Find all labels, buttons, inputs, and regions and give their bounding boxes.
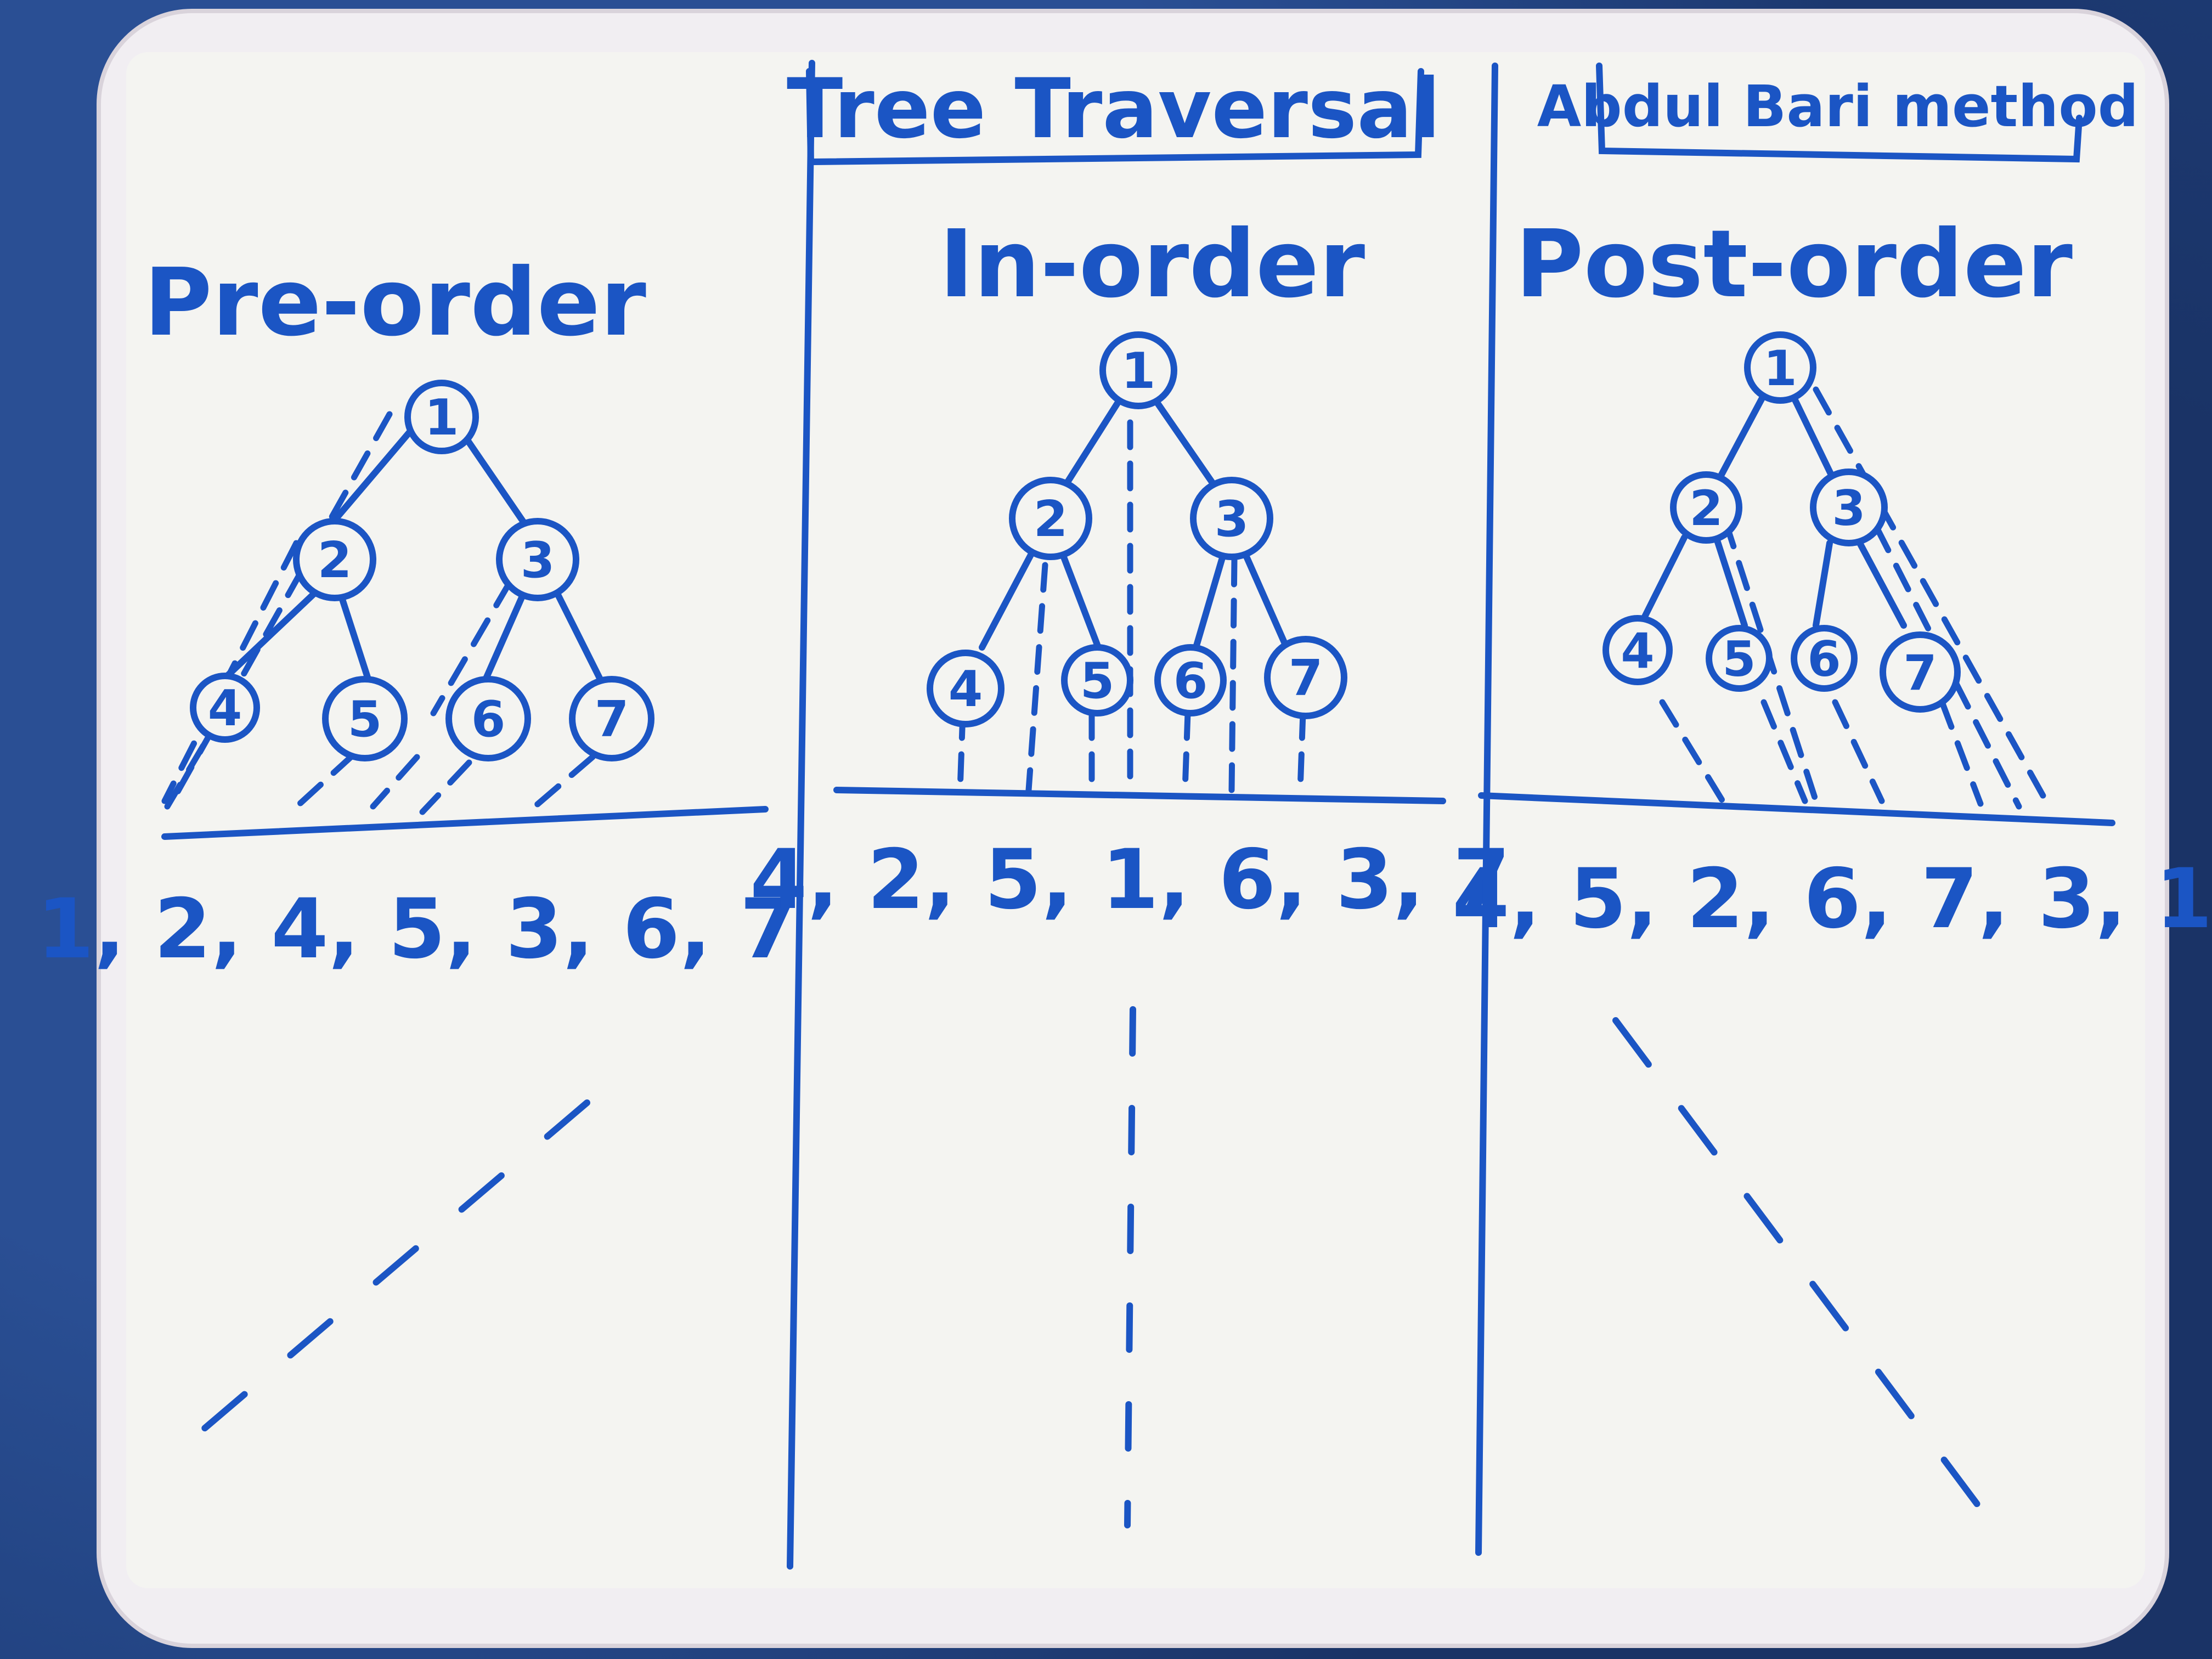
node-label: 5 xyxy=(1080,652,1115,710)
node-label: 4 xyxy=(208,680,242,737)
tree-node-labels: 1 2 3 4 5 6 7 xyxy=(949,342,1323,718)
tree-node-labels: 1 2 3 4 5 6 7 xyxy=(208,389,629,748)
node-label: 2 xyxy=(1034,490,1068,548)
tree-node xyxy=(445,676,531,761)
node-label: 6 xyxy=(1807,631,1841,687)
tree-node xyxy=(927,650,1005,727)
tree-node xyxy=(1670,471,1742,544)
tree-nodes xyxy=(190,380,654,761)
panel-in-order: In-order 1 xyxy=(750,210,1510,1528)
node-label: 7 xyxy=(1289,650,1323,707)
node-label: 1 xyxy=(1121,342,1156,400)
tree-node xyxy=(1190,477,1273,560)
tree-node xyxy=(322,676,408,761)
tree-node xyxy=(1791,625,1858,692)
tree-node xyxy=(404,380,479,454)
tree-node xyxy=(1744,331,1816,404)
node-label: 6 xyxy=(471,691,506,748)
tree-node xyxy=(1810,469,1888,546)
panel-heading: Pre-order xyxy=(144,249,646,357)
node-label: 3 xyxy=(1832,480,1865,537)
tree-nodes xyxy=(927,331,1347,727)
node-label: 5 xyxy=(348,691,382,748)
traversal-result: 1, 2, 4, 5, 3, 6, 7 xyxy=(37,882,797,977)
tree-node xyxy=(293,518,376,601)
node-label: 1 xyxy=(1763,340,1797,397)
baseline xyxy=(1478,792,2115,826)
tree-node xyxy=(1009,477,1092,560)
node-label: 4 xyxy=(949,661,983,718)
tree-node xyxy=(1099,331,1177,409)
node-label: 7 xyxy=(595,691,629,748)
node-label: 2 xyxy=(1689,480,1723,537)
panel-pre-order: Pre-order xyxy=(37,249,797,1452)
tree-node xyxy=(1706,625,1773,692)
tree-node xyxy=(1264,636,1347,719)
tree-node xyxy=(569,676,654,761)
tree-node xyxy=(496,518,579,601)
tree-edges xyxy=(979,397,1290,651)
scan-direction-guide xyxy=(1612,1017,2008,1545)
node-label: 5 xyxy=(1722,631,1756,687)
tree-edges xyxy=(1637,392,1907,629)
node-label: 4 xyxy=(1621,623,1654,679)
panel-divider-left xyxy=(787,60,815,1570)
tree-node xyxy=(1061,644,1133,716)
traversal-guides xyxy=(957,419,1306,793)
node-label: 3 xyxy=(1215,490,1249,548)
tree-node xyxy=(1880,631,1961,713)
tree-node xyxy=(1154,644,1227,716)
node-label: 2 xyxy=(318,532,352,589)
panel-heading: In-order xyxy=(939,210,1365,319)
tree-node-labels: 1 2 3 4 5 6 7 xyxy=(1621,340,1937,701)
scan-direction-guide xyxy=(1124,1006,1136,1528)
node-label: 7 xyxy=(1903,645,1937,701)
traversal-result: 4, 2, 5, 1, 6, 3, 7 xyxy=(750,832,1510,928)
credit-box xyxy=(1596,63,2083,163)
panel-heading: Post-order xyxy=(1515,210,2073,319)
tree-nodes xyxy=(1602,331,1961,713)
baseline xyxy=(161,806,769,840)
credit-text: Abdul Bari method xyxy=(1537,73,2138,140)
node-label: 3 xyxy=(521,532,555,589)
tree-node xyxy=(1602,615,1673,685)
panel-divider-right xyxy=(1475,63,1498,1556)
tree-node xyxy=(190,673,260,743)
baseline xyxy=(833,787,1446,804)
traversal-result: 4, 5, 2, 6, 7, 3, 1 xyxy=(1452,851,2212,947)
node-label: 6 xyxy=(1173,652,1208,710)
scan-direction-guide xyxy=(178,1099,590,1452)
title-box xyxy=(806,68,1424,166)
page-title: Tree Traversal xyxy=(787,61,1441,157)
node-label: 1 xyxy=(425,389,459,447)
whiteboard-surface xyxy=(126,52,2145,1588)
panel-post-order: Post-order 1 xyxy=(1452,210,2212,1545)
